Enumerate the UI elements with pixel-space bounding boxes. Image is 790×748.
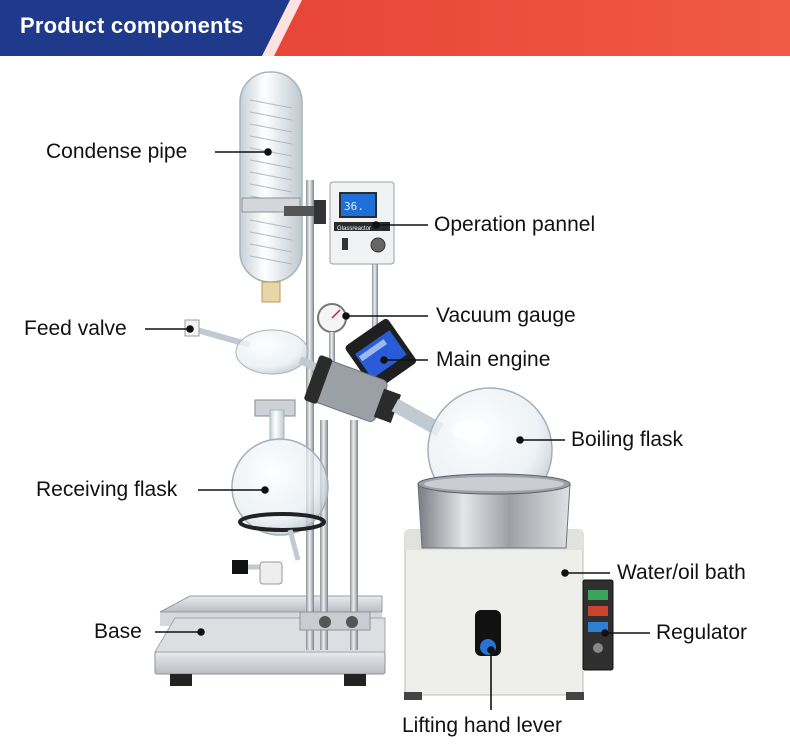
label-receiving-flask: Receiving flask [36,478,178,501]
header-banner [0,0,790,56]
label-lifting-hand-lever: Lifting hand lever [402,714,562,737]
banner-blue-band [0,0,290,56]
water-oil-bath-device [404,473,584,700]
label-feed-valve: Feed valve [24,317,127,340]
support-rods [299,180,378,650]
main-engine-device [304,318,444,437]
label-condense-pipe: Condense pipe [46,140,188,163]
panel-display-value: 36. [344,200,364,213]
page-title: Product components [20,13,244,38]
vacuum-gauge-device [317,303,347,362]
regulator-device [582,579,614,671]
receiving-flask-shape [231,409,329,585]
label-operation-pannel: Operation pannel [434,213,596,236]
condenser [239,71,326,303]
label-main-engine: Main engine [436,348,551,371]
feed-valve-assembly [184,319,342,417]
banner-divider [262,0,302,56]
label-vacuum-gauge: Vacuum gauge [436,304,576,327]
label-water-oil-bath: Water/oil bath [617,561,746,584]
label-regulator: Regulator [656,621,748,644]
label-base: Base [94,620,142,643]
rotary-evaporator-illustration: 36. Glassreactor [154,71,614,700]
label-boiling-flask: Boiling flask [571,428,684,451]
panel-brand-text: Glassreactor [337,226,371,232]
operation-panel-device: 36. Glassreactor [329,181,395,265]
